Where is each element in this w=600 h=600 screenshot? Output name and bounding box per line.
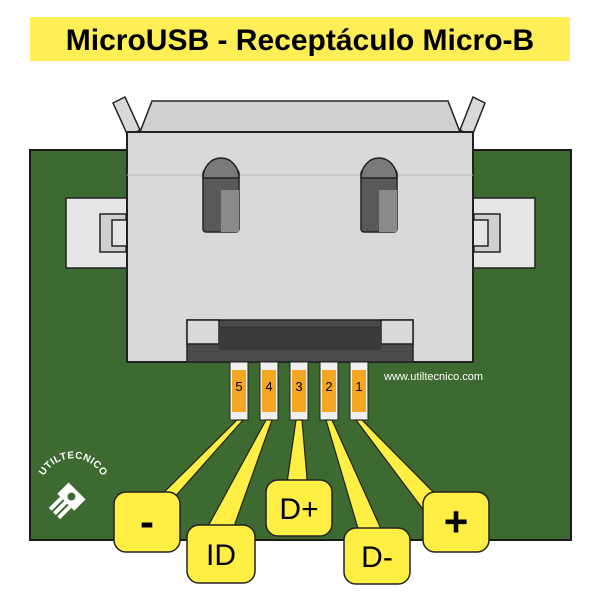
label-id: ID (206, 539, 236, 572)
label-positive: + (444, 498, 469, 545)
label-bubble-d-minus: D- (343, 527, 411, 585)
pin-number: 1 (355, 379, 362, 394)
page-title: MicroUSB - Receptáculo Micro-B (66, 24, 534, 57)
label-bubble-negative: - (113, 491, 181, 553)
pin-number: 3 (295, 379, 302, 394)
label-negative: - (140, 498, 154, 545)
connector-shell-top (138, 100, 462, 133)
latch-bump-left (202, 157, 240, 233)
label-d-minus: D- (361, 541, 393, 574)
latch-bump-right (360, 157, 398, 233)
website-url: www.utiltecnico.com (383, 371, 483, 383)
label-bubble-id: ID (186, 524, 256, 584)
pin-2: 2 (319, 361, 339, 421)
label-bubble-d-plus: D+ (265, 479, 333, 537)
label-d-plus: D+ (279, 493, 318, 526)
pin-5: 5 (229, 361, 249, 421)
connector-opening (186, 319, 414, 363)
label-bubble-positive: + (422, 491, 490, 553)
pin-number: 4 (265, 379, 272, 394)
mounting-tab-left (65, 197, 137, 269)
title-banner (30, 17, 570, 61)
pin-number: 2 (325, 379, 332, 394)
pin-1: 1 (349, 361, 369, 421)
latch-tab-right (459, 95, 486, 138)
utiltecnico-logo (48, 482, 86, 520)
pin-number: 5 (235, 379, 242, 394)
mounting-tab-right (464, 197, 536, 269)
latch-tab-left (112, 95, 141, 138)
pin-4: 4 (259, 361, 279, 421)
pin-3: 3 (289, 361, 309, 421)
